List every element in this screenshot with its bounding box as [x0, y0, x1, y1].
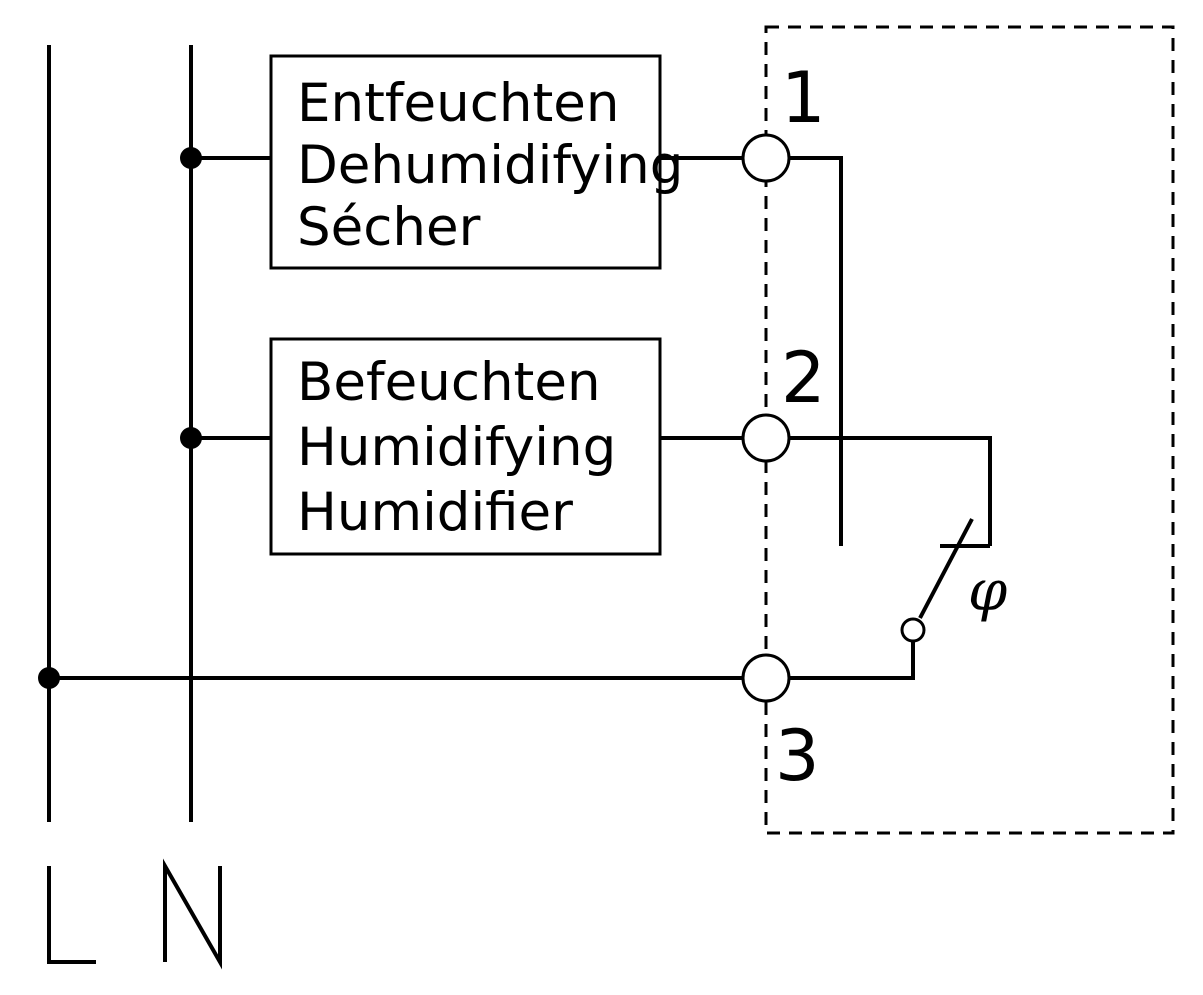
- terminal-1-label: 1: [781, 57, 826, 139]
- rail-n-label: N: [163, 858, 222, 970]
- terminal-1: [741, 133, 791, 183]
- junction-n-box1: [180, 147, 202, 169]
- rail-l-label: L: [47, 866, 96, 964]
- box2-line3: Humidifier: [297, 482, 573, 543]
- terminal-3-label: 3: [775, 715, 820, 797]
- junction-n-box2: [180, 427, 202, 449]
- box1-line2: Dehumidifying: [297, 135, 683, 196]
- terminal-2-label: 2: [781, 337, 826, 419]
- wire-terminal3-pivot: [790, 642, 915, 680]
- humidity-phi-symbol: φ: [968, 559, 1007, 624]
- dehumidifying-box: [269, 54, 662, 270]
- wire-terminal1-contact: [790, 156, 843, 546]
- junction-l-terminal3: [38, 667, 60, 689]
- terminal-2: [741, 413, 791, 463]
- switch-pivot-contact: [900, 617, 926, 643]
- device-enclosure: [764, 25, 1175, 835]
- box2-line1: Befeuchten: [297, 352, 601, 413]
- switch-blade: [918, 518, 974, 619]
- humidifying-box: [269, 337, 662, 556]
- box2-line2: Humidifying: [297, 417, 616, 478]
- terminal-3: [741, 653, 791, 703]
- box1-line1: Entfeuchten: [297, 73, 619, 134]
- wire-terminal2-contact: [790, 436, 992, 546]
- box1-line3: Sécher: [297, 197, 481, 258]
